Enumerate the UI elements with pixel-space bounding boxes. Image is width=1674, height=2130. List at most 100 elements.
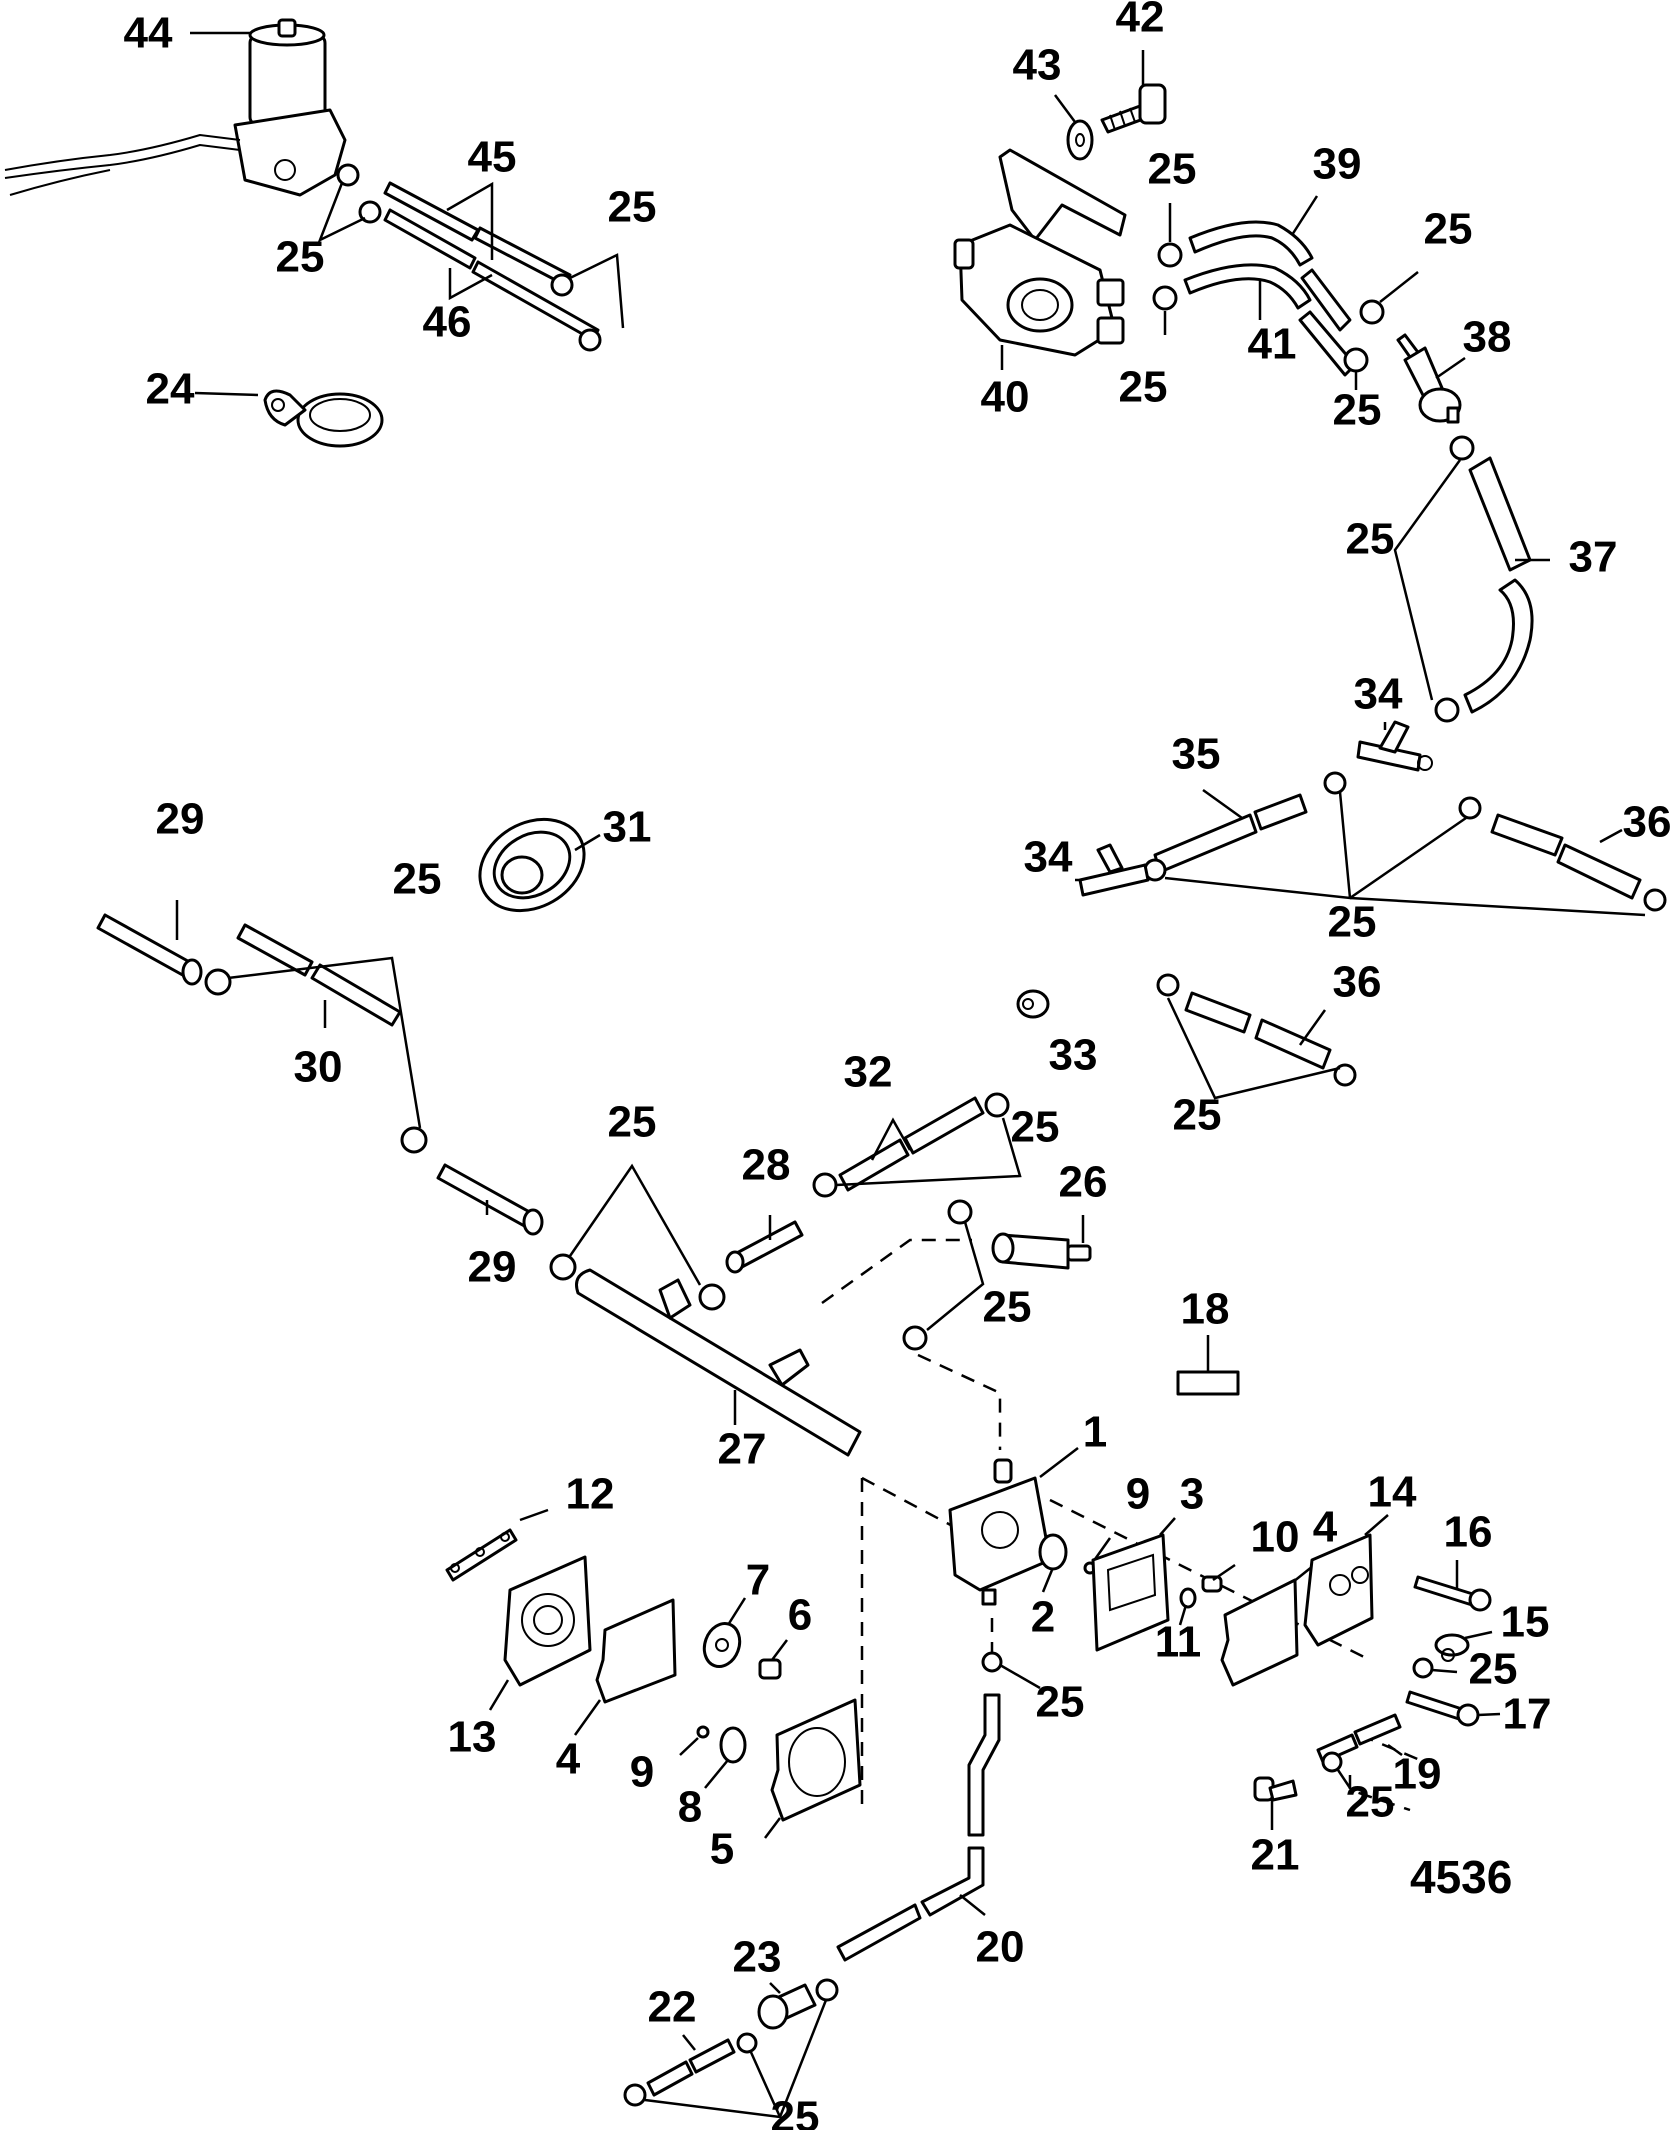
callout-13[interactable]: 13	[448, 1713, 497, 1762]
callout-16[interactable]: 16	[1444, 1508, 1493, 1557]
callout-28[interactable]: 28	[742, 1141, 791, 1190]
part-9-screw[interactable]	[696, 1725, 710, 1739]
part-21-elbow[interactable]	[1253, 1776, 1298, 1802]
part-25-hose-clamp[interactable]	[550, 273, 602, 352]
callout-29-a[interactable]: 29	[156, 795, 205, 844]
callout-25-c[interactable]: 25	[1148, 145, 1197, 194]
callout-25-o[interactable]: 25	[1346, 1778, 1395, 1827]
callout-41[interactable]: 41	[1248, 320, 1297, 369]
callout-25-h[interactable]: 25	[1328, 898, 1377, 947]
part-25-hose-clamp[interactable]	[1156, 973, 1357, 1087]
part-25-hose-clamp[interactable]	[1321, 1751, 1343, 1773]
callout-25-b[interactable]: 25	[608, 183, 657, 232]
callout-25-l[interactable]: 25	[1011, 1103, 1060, 1152]
part-40-bracket-assembly[interactable]	[953, 148, 1127, 357]
part-25-hose-clamp[interactable]	[623, 1978, 839, 2107]
callout-31[interactable]: 31	[603, 803, 652, 852]
callout-37[interactable]: 37	[1569, 533, 1618, 582]
part-4-diaphragm[interactable]	[595, 1598, 677, 1704]
part-31-grommet[interactable]	[463, 801, 600, 929]
part-24-clamp[interactable]	[263, 389, 384, 448]
callout-12[interactable]: 12	[566, 1470, 615, 1519]
part-13-cover[interactable]	[503, 1555, 592, 1687]
callout-24[interactable]: 24	[146, 365, 195, 414]
part-38-fitting[interactable]	[1396, 333, 1462, 424]
part-2-disc[interactable]	[1038, 1533, 1068, 1571]
part-20-hose[interactable]	[836, 1693, 1001, 1962]
part-35-hose[interactable]	[1153, 793, 1308, 874]
part-34-tee-fitting[interactable]	[1078, 843, 1150, 897]
callout-34-b[interactable]: 34	[1024, 833, 1073, 882]
part-3-gasket[interactable]	[1091, 1533, 1170, 1652]
part-4-diaphragm[interactable]	[1220, 1578, 1299, 1687]
callout-17[interactable]: 17	[1503, 1690, 1552, 1739]
callout-21[interactable]: 21	[1251, 1831, 1300, 1880]
callout-35[interactable]: 35	[1172, 730, 1221, 779]
part-44-electric-fuel-pump[interactable]	[4, 18, 347, 197]
callout-9-a[interactable]: 9	[1126, 1470, 1150, 1519]
callout-11[interactable]: 11	[1155, 1618, 1202, 1667]
part-25-hose-clamp[interactable]	[902, 1199, 973, 1351]
part-12-plate[interactable]	[445, 1528, 518, 1582]
part-36-hose[interactable]	[1184, 991, 1332, 1070]
callout-25-a[interactable]: 25	[276, 233, 325, 282]
part-25-hose-clamp[interactable]	[1343, 299, 1385, 373]
callout-1[interactable]: 1	[1083, 1408, 1107, 1457]
callout-2[interactable]: 2	[1031, 1593, 1055, 1642]
callout-25-i[interactable]: 25	[1173, 1091, 1222, 1140]
part-25-hose-clamp[interactable]	[1152, 242, 1183, 311]
part-25-hose-clamp[interactable]	[204, 968, 428, 1154]
part-6-spring[interactable]	[758, 1658, 782, 1680]
callout-23[interactable]: 23	[733, 1933, 782, 1982]
callout-8[interactable]: 8	[678, 1783, 702, 1832]
callout-26[interactable]: 26	[1059, 1158, 1108, 1207]
callout-40[interactable]: 40	[981, 373, 1030, 422]
callout-25-k[interactable]: 25	[608, 1098, 657, 1147]
callout-5[interactable]: 5	[710, 1825, 734, 1874]
callout-29-b[interactable]: 29	[468, 1243, 517, 1292]
part-46-hose[interactable]	[383, 208, 600, 342]
part-23-fuel-filter[interactable]	[757, 1983, 817, 2030]
callout-36-a[interactable]: 36	[1623, 798, 1672, 847]
callout-33[interactable]: 33	[1049, 1031, 1098, 1080]
part-8-disc[interactable]	[719, 1726, 747, 1764]
callout-3[interactable]: 3	[1180, 1470, 1204, 1519]
callout-32[interactable]: 32	[844, 1048, 893, 1097]
part-1-fuel-pump-body[interactable]	[948, 1458, 1052, 1606]
part-25-hose-clamp[interactable]	[981, 1651, 1003, 1673]
callout-19[interactable]: 19	[1393, 1750, 1442, 1799]
part-41-hose[interactable]	[1183, 263, 1357, 377]
part-43-washer[interactable]	[1066, 119, 1094, 161]
part-25-hose-clamp[interactable]	[549, 1253, 726, 1311]
callout-36-b[interactable]: 36	[1333, 958, 1382, 1007]
callout-9-b[interactable]: 9	[630, 1748, 654, 1797]
part-22-hose[interactable]	[646, 2038, 736, 2097]
part-25-hose-clamp[interactable]	[1434, 435, 1475, 723]
callout-44[interactable]: 44	[124, 9, 173, 58]
part-14-cover[interactable]	[1303, 1533, 1374, 1647]
part-29-fitting[interactable]	[96, 913, 203, 986]
callout-6[interactable]: 6	[788, 1591, 812, 1640]
callout-25-g[interactable]: 25	[1346, 515, 1395, 564]
callout-4-a[interactable]: 4	[556, 1735, 581, 1784]
part-10-spring[interactable]	[1201, 1575, 1223, 1593]
callout-34-a[interactable]: 34	[1354, 670, 1403, 719]
callout-25-p[interactable]: 25	[1036, 1678, 1085, 1727]
callout-45[interactable]: 45	[468, 133, 517, 182]
part-7-cap[interactable]	[699, 1619, 746, 1672]
callout-22[interactable]: 22	[648, 1983, 697, 2032]
part-18-kit[interactable]	[1176, 1370, 1240, 1396]
callout-7[interactable]: 7	[746, 1556, 770, 1605]
part-26-fitting[interactable]	[991, 1232, 1092, 1270]
callout-4-b[interactable]: 4	[1313, 1503, 1338, 1552]
part-30-hose[interactable]	[236, 923, 402, 1027]
callout-15[interactable]: 15	[1501, 1598, 1550, 1647]
part-28-fitting[interactable]	[725, 1220, 804, 1274]
part-11-check-valve[interactable]	[1179, 1587, 1197, 1609]
callout-42[interactable]: 42	[1116, 0, 1165, 42]
callout-25-d[interactable]: 25	[1119, 363, 1168, 412]
part-17-screw[interactable]	[1405, 1690, 1480, 1727]
callout-20[interactable]: 20	[976, 1923, 1025, 1972]
part-33-plug[interactable]	[1016, 989, 1050, 1019]
part-34-tee-fitting[interactable]	[1356, 720, 1433, 772]
